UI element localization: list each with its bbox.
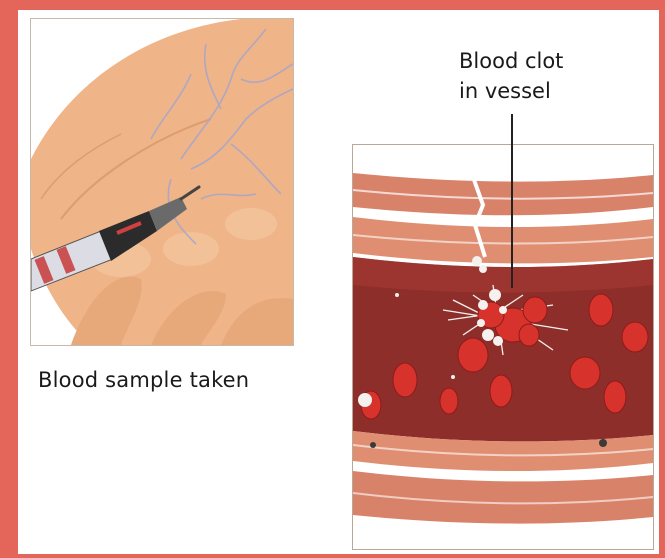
blood-vessel-illustration <box>352 144 654 550</box>
vessel-drawing <box>353 145 653 549</box>
hand-drawing <box>31 19 293 345</box>
blood-sample-caption: Blood sample taken <box>38 368 249 392</box>
blood-clot-caption-line1: Blood clot <box>459 46 563 76</box>
blood-clot-caption-line2: in vessel <box>459 76 563 106</box>
blood-clot-caption: Blood clot in vessel <box>459 46 563 106</box>
hand-syringe-illustration <box>30 18 294 346</box>
clot-pointer-line <box>511 114 513 288</box>
diagram-frame: Blood sample taken Blood clot in vessel <box>18 10 659 554</box>
